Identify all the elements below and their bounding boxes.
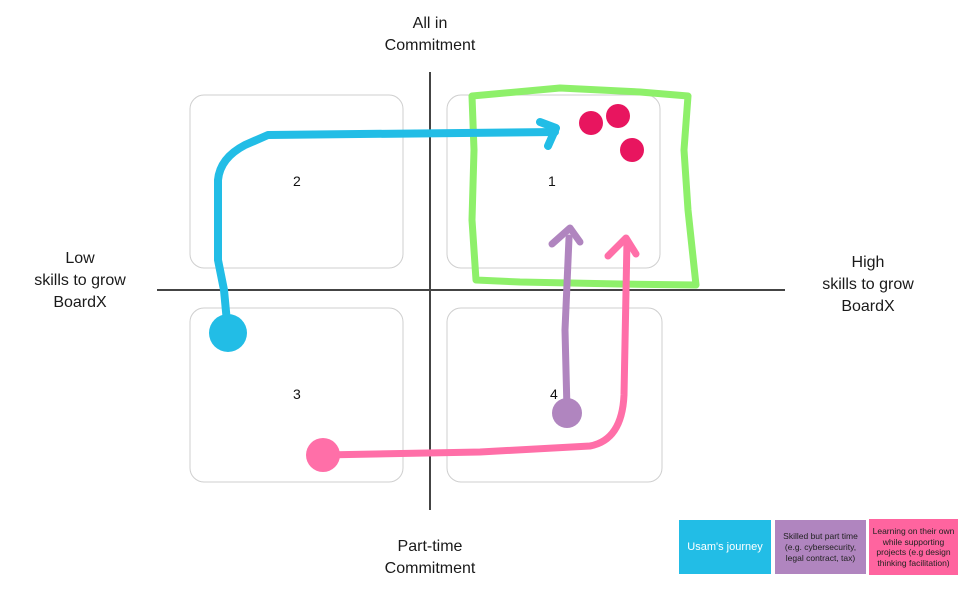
- axis-label-line: Commitment: [384, 560, 476, 577]
- learning-arrow: [319, 234, 640, 459]
- axis-label-line: BoardX: [841, 298, 895, 315]
- quadrant-4-box[interactable]: [446, 307, 663, 483]
- quadrant-1-label: 1: [548, 173, 556, 189]
- usam-journey-start[interactable]: [209, 314, 247, 352]
- legend-label: Learning on their own while supporting p…: [872, 526, 955, 568]
- green-highlight-outline: [468, 84, 700, 289]
- legend-label: Skilled but part time (e.g. cybersecurit…: [783, 530, 858, 563]
- axis-label-top: All in Commitment: [360, 13, 500, 57]
- axis-label-line: skills to grow: [822, 276, 914, 293]
- quadrant-4-label: 4: [550, 386, 558, 402]
- axis-label-line: Commitment: [384, 37, 476, 54]
- axis-label-line: skills to grow: [34, 272, 126, 289]
- axis-label-bottom: Part-time Commitment: [360, 536, 500, 580]
- quadrant-2-label: 2: [293, 173, 301, 189]
- legend-sticky-usam-journey[interactable]: Usam's journey: [679, 520, 771, 574]
- legend-sticky-skilled-part-time[interactable]: Skilled but part time (e.g. cybersecurit…: [775, 520, 866, 574]
- axis-label-line: Part-time: [397, 538, 463, 555]
- axis-label-line: High: [851, 254, 885, 271]
- red-dot[interactable]: [606, 104, 630, 128]
- skilled-part-time-arrow: [548, 224, 584, 414]
- quadrant-3-box[interactable]: [189, 307, 404, 483]
- axis-label-line: Low: [65, 250, 95, 267]
- quadrant-2-box[interactable]: [189, 94, 404, 269]
- axis-label-left: Low skills to grow BoardX: [10, 248, 150, 314]
- skilled-part-time-start[interactable]: [552, 398, 582, 428]
- red-dot[interactable]: [620, 138, 644, 162]
- quadrant-1-box[interactable]: [446, 94, 661, 269]
- axis-label-right: High skills to grow BoardX: [798, 252, 938, 318]
- learning-start[interactable]: [306, 438, 340, 472]
- quadrant-boxes: [189, 94, 663, 483]
- legend-label: Usam's journey: [687, 541, 763, 553]
- axis-label-line: BoardX: [53, 294, 107, 311]
- axis-label-line: All in: [412, 15, 448, 32]
- legend-sticky-learning[interactable]: Learning on their own while supporting p…: [869, 519, 958, 575]
- quadrant-3-label: 3: [293, 386, 301, 402]
- usam-journey-arrow: [214, 118, 560, 337]
- red-dot[interactable]: [579, 111, 603, 135]
- red-dots: [579, 104, 644, 162]
